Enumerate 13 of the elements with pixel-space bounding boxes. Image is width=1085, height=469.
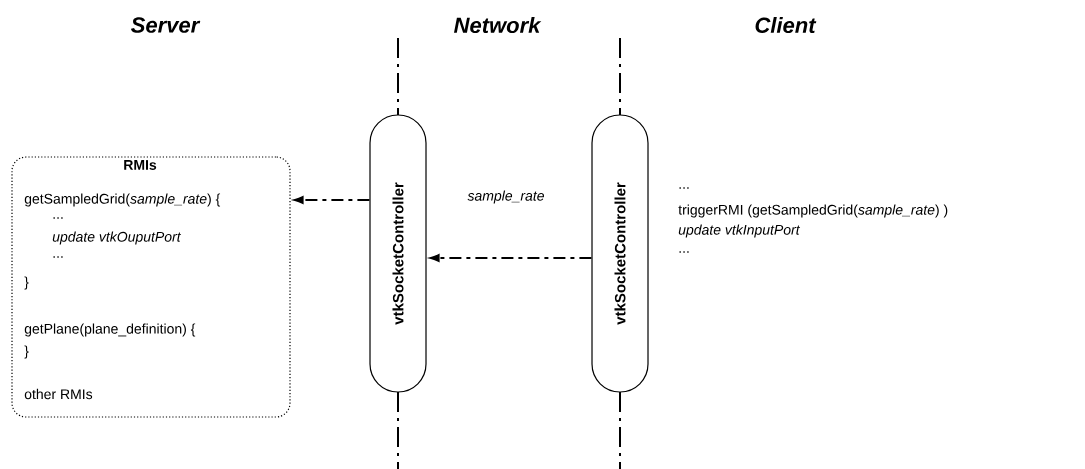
arrow [294, 196, 371, 204]
controller-pill: vtkSocketController [369, 114, 427, 393]
column-title: Client [755, 16, 817, 34]
code-box: RMIs getSampledGrid(sample_rate) { ... update vtkOuputPort ... } getPlane(plane_definition) { } other RMIs [11, 156, 291, 418]
edge-label: sample_rate [466, 189, 546, 205]
column-title: Server [131, 17, 201, 33]
arrow [430, 254, 593, 262]
column-title: Network [454, 16, 542, 34]
code-line: triggerRMI (getSampledGrid(sample_rate) ) [678, 204, 948, 218]
code-line: ... [679, 251, 689, 253]
code-line: ... [679, 187, 689, 189]
controller-pill: vtkSocketController [591, 114, 649, 393]
code-line: update vtkInputPort [678, 224, 801, 238]
